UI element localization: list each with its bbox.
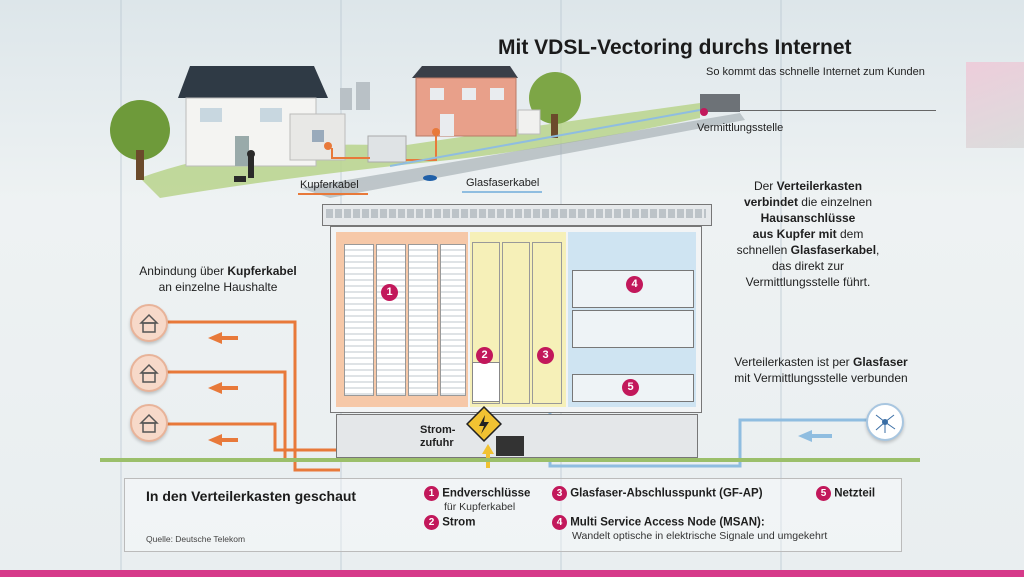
power-unit	[472, 362, 500, 402]
marker-4: 4	[626, 276, 643, 293]
label-kupferkabel: Kupferkabel	[300, 179, 359, 191]
title-rule	[704, 110, 936, 111]
glasfaserkabel-swatch	[462, 191, 542, 193]
power-connector	[496, 436, 524, 456]
power-rail	[472, 242, 500, 404]
copper-connections	[150, 320, 340, 472]
right-note: Verteilerkasten ist per Glasfaser mit Ve…	[734, 355, 908, 385]
terminal-strip	[408, 244, 438, 396]
msan-unit	[572, 310, 694, 348]
source-note: Quelle: Deutsche Telekom	[146, 534, 246, 544]
house-icon	[130, 354, 168, 392]
legend-item-1: 1 Endverschlüsse für Kupferkabel	[424, 486, 530, 513]
marker-5: 5	[622, 379, 639, 396]
strom-zufuhr-label: Strom- zufuhr	[420, 424, 456, 449]
left-note: Anbindung über Kupferkabel an einzelne H…	[139, 264, 297, 294]
marker-2: 2	[476, 347, 493, 364]
poster-title: Mit VDSL-Vectoring durchs Internet	[498, 36, 852, 59]
label-glasfaserkabel: Glasfaserkabel	[466, 177, 540, 189]
kupferkabel-swatch	[298, 193, 368, 195]
magenta-border	[0, 570, 1024, 577]
terminal-strip	[440, 244, 466, 396]
terminal-strip	[376, 244, 406, 396]
gfap-rail	[532, 242, 562, 404]
marker-3: 3	[537, 347, 554, 364]
terminal-strip	[344, 244, 374, 396]
description-block: Der Verteilerkasten verbindet die einzel…	[736, 179, 880, 289]
cabinet-vent-grill	[326, 209, 706, 218]
ground-line	[100, 458, 920, 462]
panel-seam	[120, 0, 122, 577]
network-node-icon	[866, 403, 904, 441]
legend-heading: In den Verteilerkasten geschaut	[146, 488, 357, 504]
poster-subtitle: So kommt das schnelle Internet zum Kunde…	[706, 66, 925, 78]
panel-seam	[780, 0, 782, 577]
legend-item-5: 5 Netzteil	[816, 486, 875, 501]
high-voltage-icon	[466, 406, 502, 442]
power-rail	[502, 242, 530, 404]
legend-item-4: 4 Multi Service Access Node (MSAN): Wand…	[552, 515, 827, 542]
legend-item-3: 3 Glasfaser-Abschlusspunkt (GF-AP)	[552, 486, 763, 501]
house-icon	[130, 404, 168, 442]
marker-1: 1	[381, 284, 398, 301]
label-vermittlungsstelle: Vermittlungsstelle	[697, 122, 784, 134]
house-icon	[130, 304, 168, 342]
torn-sticker	[966, 62, 1024, 148]
legend-item-2: 2 Strom	[424, 515, 475, 530]
street-scene-illustration	[110, 66, 745, 198]
legend-box	[124, 478, 902, 552]
